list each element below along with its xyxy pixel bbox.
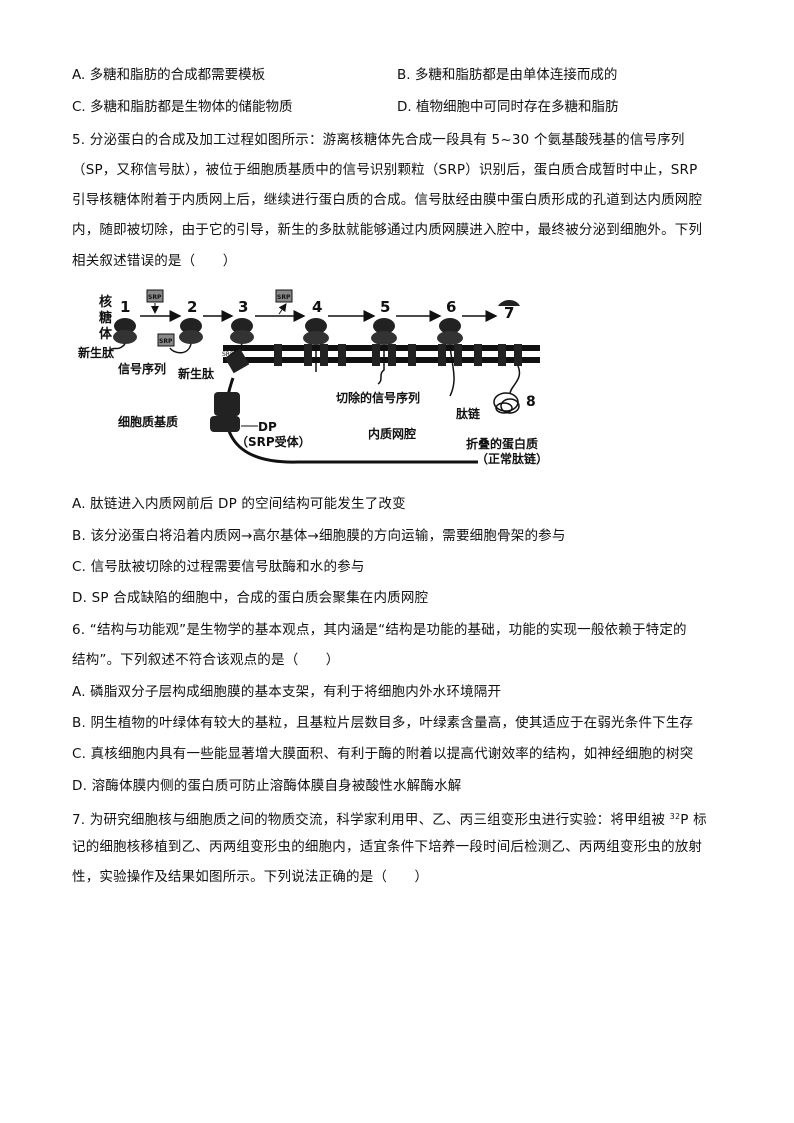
srp-tag-text: SRP <box>222 351 234 358</box>
srp-arrow-icon <box>278 303 287 315</box>
q6-option-d: D. 溶酶体膜内侧的蛋白质可防止溶酶体膜自身被酸性水解酶水解 <box>72 778 462 794</box>
label-folded-protein: 折叠的蛋白质 <box>466 436 538 451</box>
q5-option-b: B. 该分泌蛋白将沿着内质网→高尔基体→细胞膜的方向运输，需要细胞骨架的参与 <box>72 528 566 544</box>
q6-option-b: B. 阴生植物的叶绿体有较大的基粒，且基粒片层数目多，叶绿素含量高，使其适应于在… <box>72 715 694 731</box>
q6-stem-line: 6. “结构与功能观”是生物学的基本观点，其内涵是“结构是功能的基础，功能的实现… <box>72 622 687 638</box>
q5-option-d: D. SP 合成缺陷的细胞中，合成的蛋白质会聚集在内质网腔 <box>72 590 429 606</box>
q4-option-d: D. 植物细胞中可同时存在多糖和脂肪 <box>397 99 619 115</box>
q7-stem-line: 7. 为研究细胞核与细胞质之间的物质交流，科学家利用甲、乙、丙三组变形虫进行实验… <box>72 812 707 828</box>
q6-stem-line: 结构”。下列叙述不符合该观点的是（ ） <box>72 652 340 668</box>
step-7: 7 <box>504 304 514 322</box>
label-peptide-chain: 肽链 <box>456 406 481 421</box>
ribosome-icon <box>109 318 137 351</box>
step-6: 6 <box>446 298 456 316</box>
srp-tag-text: SRP <box>159 338 173 345</box>
step-8: 8 <box>526 394 536 410</box>
srp-tag-icon <box>146 289 164 303</box>
step-4: 4 <box>312 298 322 316</box>
label-dp: DP <box>258 420 277 434</box>
q5-stem-line: 相关叙述错误的是（ ） <box>72 253 237 269</box>
secretory-protein-diagram: 核 糖 体 1 2 3 4 5 6 7 8 SRP SRP <box>78 289 548 466</box>
ribosome-icon <box>371 318 397 385</box>
label-er-lumen: 内质网腔 <box>368 426 416 441</box>
translocon-icon <box>338 344 346 366</box>
q7-stem-line: 记的细胞核移植到乙、丙两组变形虫的细胞内，适宜条件下培养一段时间后检测乙、丙两组… <box>72 839 703 855</box>
q5-option-c: C. 信号肽被切除的过程需要信号肽酶和水的参与 <box>72 559 365 575</box>
step-1: 1 <box>120 298 130 316</box>
folded-protein-icon <box>493 365 521 414</box>
label-cytoplasm: 细胞质基质 <box>118 414 178 429</box>
ribosome-icon <box>437 318 463 397</box>
ribosome-icon: SRP <box>157 318 203 354</box>
q5-stem-line: 内，随即被切除，由于它的引导，新生的多肽就能够通过内质网膜进入腔中，最终被分泌到… <box>72 222 703 238</box>
step-2: 2 <box>187 298 197 316</box>
step-5: 5 <box>380 298 390 316</box>
label-cleaved-signal: 切除的信号序列 <box>336 390 420 405</box>
q6-option-c: C. 真核细胞内具有一些能显著增大膜面积、有利于酶的附着以提高代谢效率的结构，如… <box>72 746 694 762</box>
q5-stem-line: 5. 分泌蛋白的合成及加工过程如图所示：游离核糖体先合成一段具有 5~30 个氨… <box>72 132 685 148</box>
step-3: 3 <box>238 298 248 316</box>
ribosome-icon <box>498 300 522 366</box>
isotope-superscript: 32 <box>669 812 681 821</box>
translocon-icon <box>274 344 282 366</box>
label-signal-sequence: 信号序列 <box>118 361 166 376</box>
ribosome-label-1: 核 <box>99 294 112 310</box>
q5-stem-line: （SP，又称信号肽），被位于细胞质基质中的信号识别颗粒（SRP）识别后，蛋白质合… <box>72 162 698 178</box>
q7-stem-line: 性，实验操作及结果如图所示。下列说法正确的是（ ） <box>72 869 429 885</box>
ribosome-icon <box>303 318 329 372</box>
label-nascent-peptide-1: 新生肽 <box>78 345 115 360</box>
q4-option-b: B. 多糖和脂肪都是由单体连接而成的 <box>397 67 618 83</box>
translocon-icon <box>408 344 416 366</box>
srp-receptor-icon: SRP <box>210 348 250 432</box>
ribosome-label-3: 体 <box>99 326 113 342</box>
q4-option-a: A. 多糖和脂肪的合成都需要模板 <box>72 67 266 83</box>
q4-option-c: C. 多糖和脂肪都是生物体的储能物质 <box>72 99 293 115</box>
label-dp-note: （SRP受体） <box>236 434 311 449</box>
q6-option-a: A. 磷脂双分子层构成细胞膜的基本支架，有利于将细胞内外水环境隔开 <box>72 684 502 700</box>
q5-option-a: A. 肽链进入内质网前后 DP 的空间结构可能发生了改变 <box>72 496 406 512</box>
translocon-icon <box>474 344 482 366</box>
srp-tag-icon <box>275 289 293 303</box>
label-folded-note: （正常肽链） <box>476 451 548 466</box>
srp-tag-text: SRP <box>277 294 291 301</box>
label-nascent-peptide-2: 新生肽 <box>178 366 215 381</box>
ribosome-label-2: 糖 <box>99 310 112 326</box>
srp-tag-text: SRP <box>148 294 162 301</box>
q5-stem-line: 引导核糖体附着于内质网上后，继续进行蛋白质的合成。信号肽经由膜中蛋白质形成的孔道… <box>72 192 703 208</box>
